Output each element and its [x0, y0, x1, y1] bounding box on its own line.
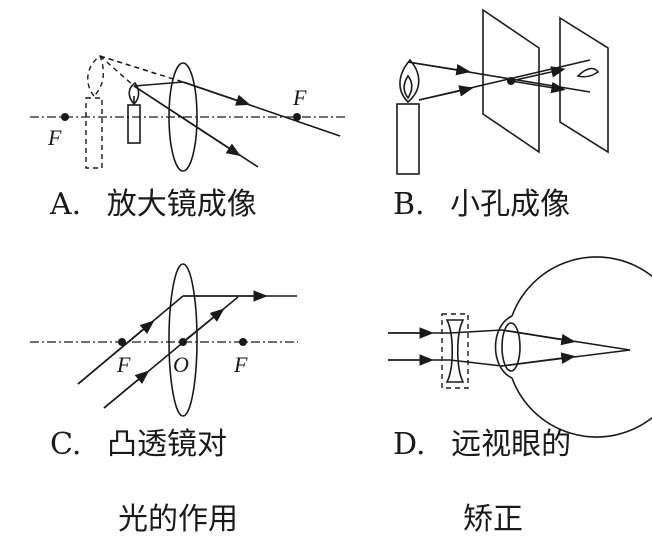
ray-bottom-arrow [418, 85, 474, 101]
ray-through-focus-arrow [77, 320, 155, 385]
ray-parallel [133, 81, 184, 87]
caption-c-line2: 光的作用 [118, 505, 238, 535]
focal-point-left [118, 338, 126, 346]
ray-lower-mid [449, 359, 503, 367]
eyeball [511, 256, 652, 438]
label-f-left: F [47, 125, 62, 150]
ray-upper-mid [449, 329, 503, 334]
ray-top-arrow [407, 61, 471, 76]
focal-point-right [293, 113, 301, 121]
ray-through-center-arrow [103, 370, 150, 409]
pinhole-screen [482, 8, 540, 154]
caption-c-letter: C. [50, 427, 82, 462]
inverted-image-flame [576, 67, 600, 78]
label-o: O [173, 352, 189, 377]
ray-upper-eye-arrow [501, 329, 576, 346]
label-f-right: F [233, 352, 248, 377]
ray-lower-eye-arrow [501, 352, 576, 367]
caption-b-text: 小孔成像 [450, 187, 571, 222]
caption-c: C. 凸透镜对 [50, 430, 227, 460]
caption-a-text: 放大镜成像 [106, 187, 257, 222]
corrective-lens-frame [441, 313, 469, 389]
label-f-left: F [116, 352, 131, 377]
panel-d-diagram [388, 256, 652, 438]
ray-center-arrow [133, 85, 241, 157]
flame-inner [403, 74, 413, 100]
caption-b: B. 小孔成像 [393, 190, 570, 220]
convex-lens [168, 62, 198, 172]
caption-a-letter: A. [50, 187, 82, 222]
image-screen [559, 16, 609, 154]
extension-line-1 [99, 55, 184, 83]
candle-object [127, 104, 141, 144]
virtual-image-flame [87, 54, 105, 98]
caption-a: A. 放大镜成像 [50, 190, 257, 220]
panel-c-diagram: F O F [30, 263, 298, 417]
eye-lens [501, 322, 521, 372]
caption-d-text-2: 矫正 [463, 502, 523, 537]
caption-d-text-1: 远视眼的 [451, 427, 572, 462]
focal-point-right [239, 338, 247, 346]
ray-bottom-arrow-2 [510, 66, 566, 82]
concave-lens [445, 319, 465, 383]
candle-flame-icon [128, 81, 140, 106]
cornea [494, 315, 513, 379]
label-f-right: F [292, 85, 307, 110]
panel-b-diagram [396, 8, 609, 175]
extension-line-2 [99, 55, 135, 87]
virtual-image-candle [85, 97, 103, 169]
caption-c-text-1: 凸透镜对 [106, 427, 227, 462]
focal-point-left [61, 113, 69, 121]
convex-lens [168, 263, 198, 417]
caption-b-letter: B. [393, 187, 425, 222]
caption-d-line2: 矫正 [463, 505, 523, 535]
extension-line-3 [99, 55, 161, 76]
panel-a-diagram: F F [30, 54, 345, 172]
ray-refracted-arrow [182, 81, 251, 106]
candle-flame-icon [399, 58, 420, 104]
caption-d-letter: D. [393, 427, 426, 462]
caption-d: D. 远视眼的 [393, 430, 571, 460]
ray-through-center-arrow-2 [182, 308, 225, 343]
caption-c-text-2: 光的作用 [118, 502, 238, 537]
candle-object [396, 103, 420, 175]
ray-top-arrow-2 [510, 80, 566, 94]
